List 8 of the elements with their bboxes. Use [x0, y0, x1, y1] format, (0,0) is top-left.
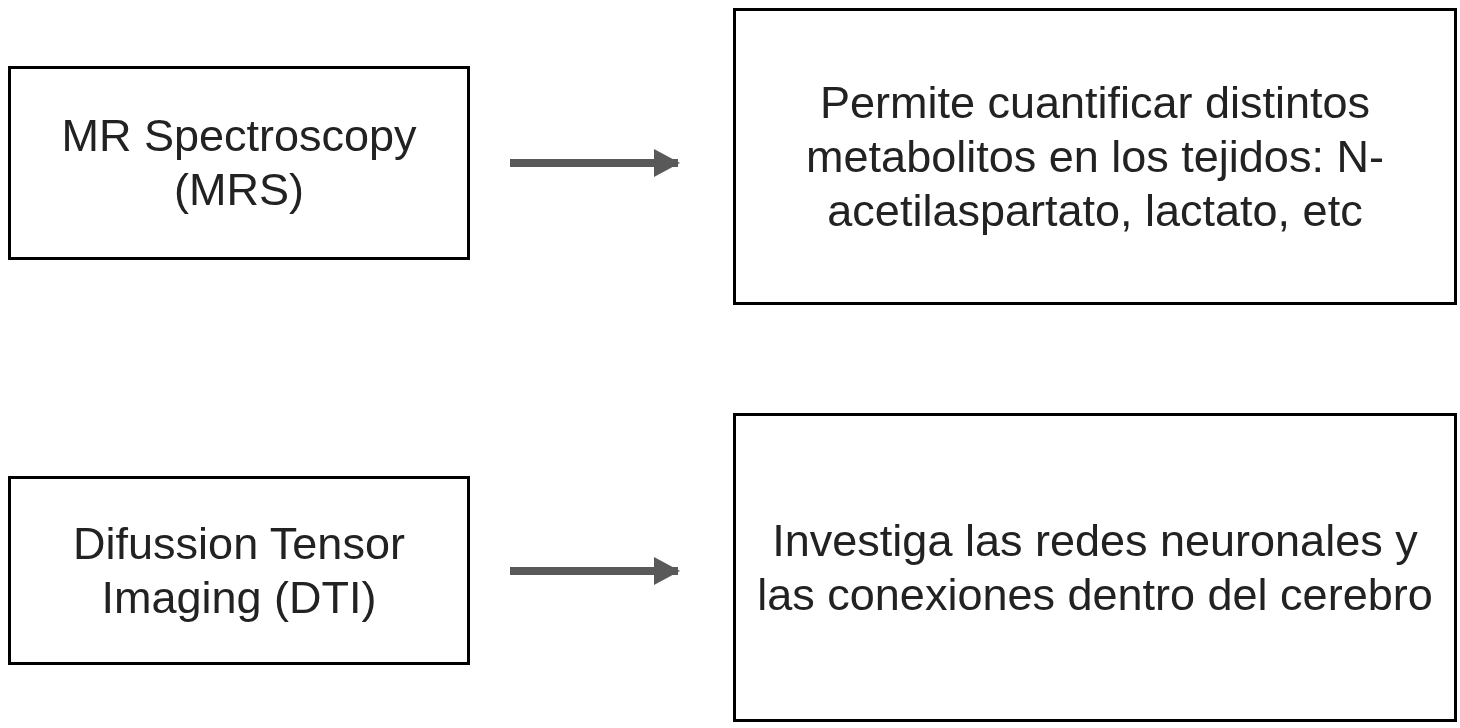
text-box: [733, 8, 1457, 305]
text-box: [8, 66, 470, 260]
box-text: MR Spectroscopy (MRS): [60, 109, 418, 217]
text-box: [8, 476, 470, 665]
box-text: Investiga las redes neuronales y las conexiones dentro del cerebro: [756, 513, 1434, 622]
box-text: Difussion Tensor Imaging (DTI): [72, 516, 406, 625]
box-text: Permite cuantificar distintos metabolitos en los tejidos: N-acetilaspartato, lactato, etc: [805, 75, 1385, 238]
text-box: [733, 413, 1457, 722]
